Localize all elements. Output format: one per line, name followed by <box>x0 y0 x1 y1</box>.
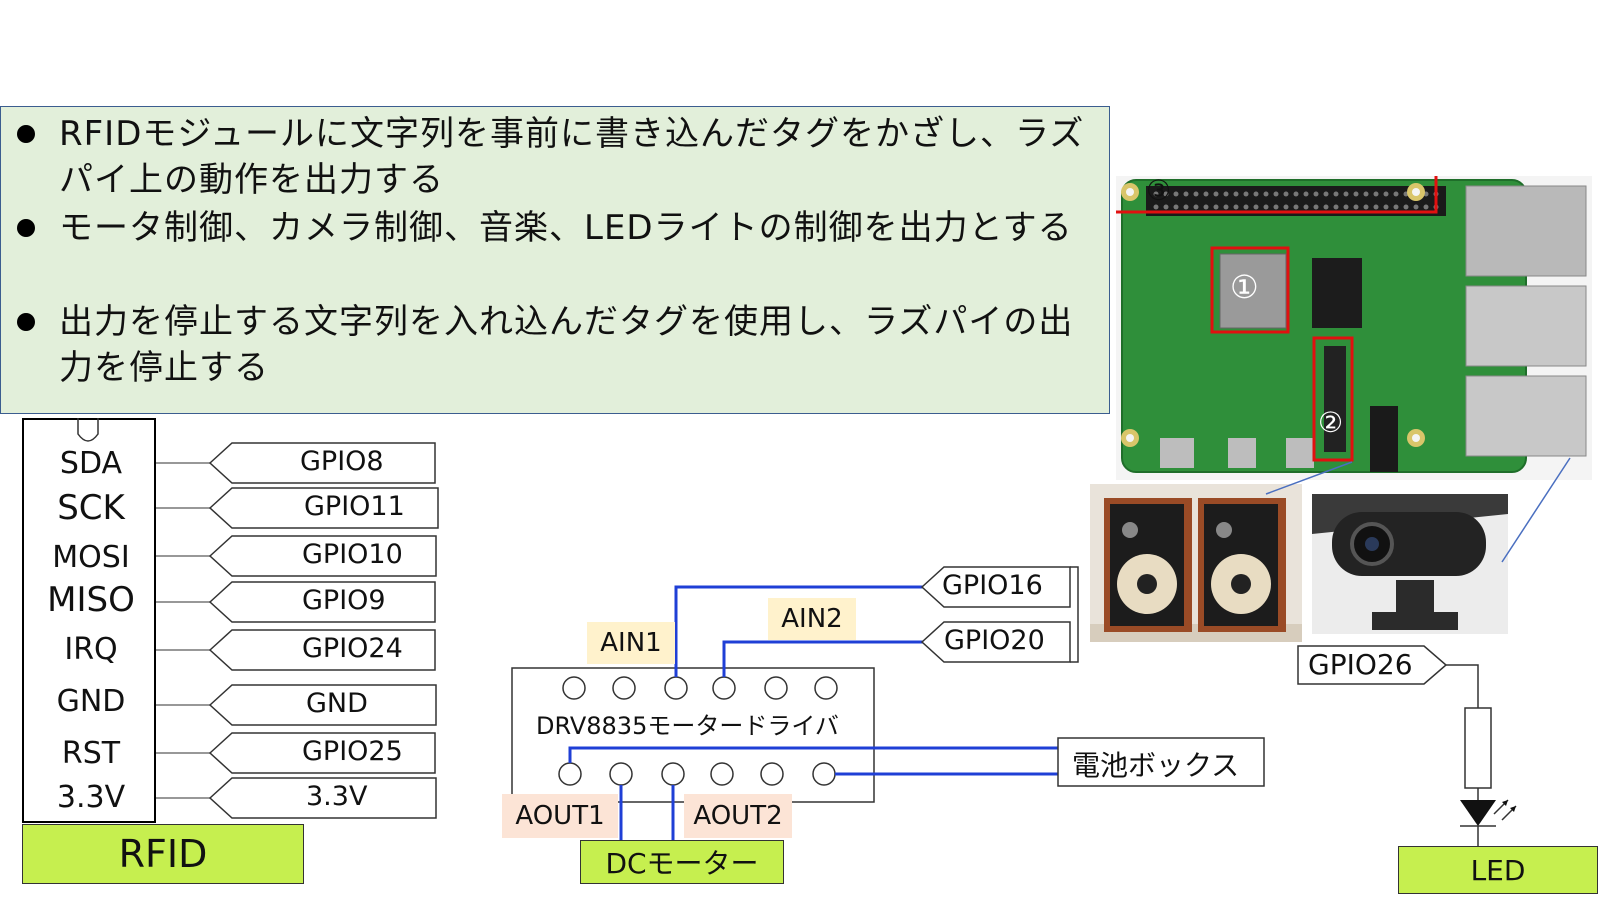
rfid-pin-rst: RST <box>61 736 121 771</box>
speaker-illustration <box>1090 484 1302 642</box>
gpio-label: GPIO8 <box>300 446 384 477</box>
speaker-photo <box>1090 484 1302 642</box>
bullet-text: RFIDモジュールに文字列を事前に書き込んだタグをかざし、ラズパイ上の動作を出力… <box>59 114 1085 200</box>
gpio-label: GPIO20 <box>944 625 1045 656</box>
bullet-item: RFIDモジュールに文字列を事前に書き込んだタグをかざし、ラズパイ上の動作を出力… <box>17 111 1097 203</box>
driver-label: DRV8835モータードライバ <box>536 712 839 740</box>
rfid-title: RFID <box>22 824 304 884</box>
gpio-label: 3.3V <box>306 781 368 812</box>
rfid-pin-gnd: GND <box>56 684 126 719</box>
bullet-text: 出力を停止する文字列を入れ込んだタグを使用し、ラズパイの出力を停止する <box>59 302 1074 388</box>
bullet-item: モータ制御、カメラ制御、音楽、LEDライトの制御を出力とする <box>17 205 1097 251</box>
dc-motor-label: DCモーター <box>580 840 784 884</box>
led-title: LED <box>1398 846 1598 894</box>
ain1-label: AIN1 <box>587 622 675 664</box>
gpio-label: GND <box>306 688 368 719</box>
gpio-label: GPIO25 <box>302 736 403 767</box>
rfid-pin-33v: 3.3V <box>56 780 126 815</box>
bullet-item: 出力を停止する文字列を入れ込んだタグを使用し、ラズパイの出力を停止する <box>17 299 1097 391</box>
rfid-pin-sda: SDA <box>59 446 123 481</box>
rfid-pin-mosi: MOSI <box>52 540 130 575</box>
webcam-photo <box>1312 494 1508 634</box>
notch-icon <box>77 418 99 442</box>
bullet-dot <box>17 313 35 331</box>
rfid-pin-sck: SCK <box>57 488 125 528</box>
gpio-label: GPIO9 <box>302 585 386 616</box>
marker-2: ② <box>1318 406 1344 439</box>
raspberry-pi-board: ③ ① ② <box>1116 176 1592 480</box>
gpio-label: GPIO10 <box>302 539 403 570</box>
marker-1: ① <box>1230 268 1259 306</box>
bullet-dot <box>17 219 35 237</box>
rfid-module: SDA SCK MOSI MISO IRQ GND RST 3.3V <box>22 418 156 823</box>
gpio-label: GPIO16 <box>942 570 1043 601</box>
bullet-dot <box>17 125 35 143</box>
rfid-pin-miso: MISO <box>47 580 135 620</box>
gpio-label: GPIO24 <box>302 633 403 664</box>
rfid-pin-irq: IRQ <box>64 632 118 667</box>
raspberry-pi-illustration <box>1116 176 1592 480</box>
description-panel: RFIDモジュールに文字列を事前に書き込んだタグをかざし、ラズパイ上の動作を出力… <box>0 106 1110 414</box>
marker-3: ③ <box>1146 176 1172 207</box>
aout1-label: AOUT1 <box>502 794 618 838</box>
battery-box-label: 電池ボックス <box>1072 749 1240 782</box>
gpio-label: GPIO26 <box>1308 648 1413 681</box>
aout2-label: AOUT2 <box>684 794 792 838</box>
bullet-text: モータ制御、カメラ制御、音楽、LEDライトの制御を出力とする <box>59 208 1073 248</box>
ain2-label: AIN2 <box>768 598 856 640</box>
gpio-label: GPIO11 <box>304 491 405 522</box>
webcam-illustration <box>1312 494 1508 634</box>
